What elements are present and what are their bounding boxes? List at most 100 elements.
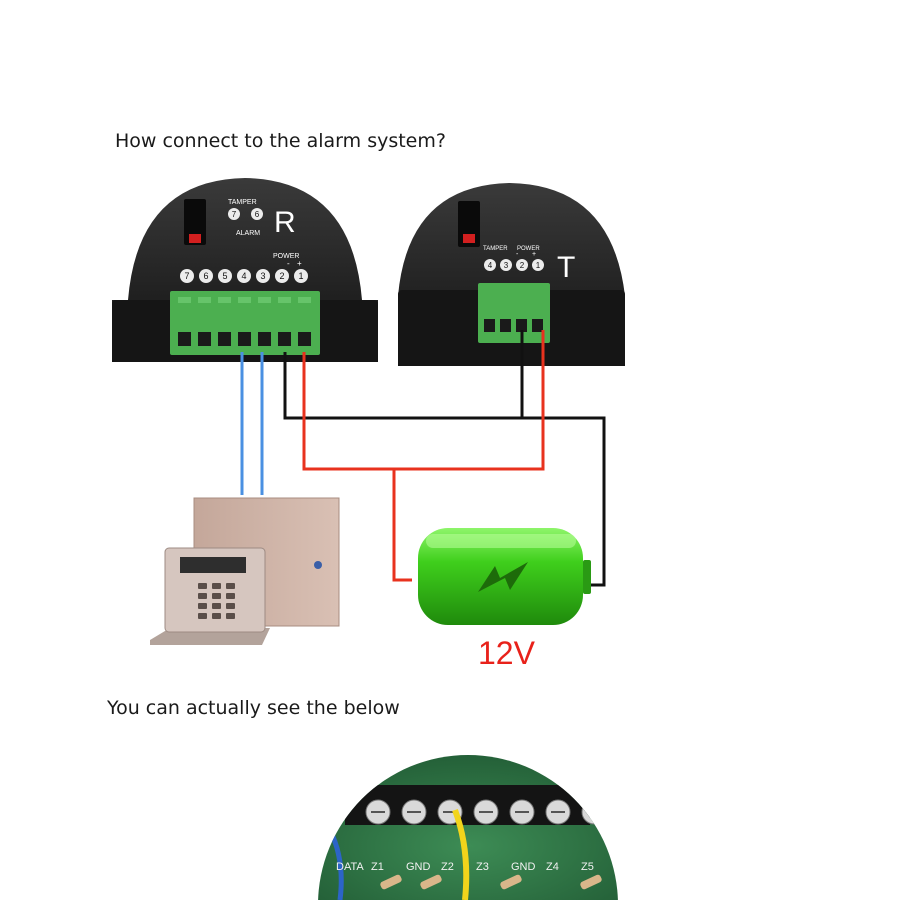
terminal-ridge bbox=[178, 297, 191, 303]
battery-terminal bbox=[583, 560, 591, 594]
keypad-key bbox=[198, 593, 207, 599]
panel-board-photo: DATA Z1 GND Z2 Z3 GND Z4 Z5 bbox=[318, 755, 618, 900]
transmitter-terminal-label: 3 bbox=[504, 261, 509, 270]
keypad-key bbox=[226, 593, 235, 599]
transmitter-terminal-block bbox=[478, 283, 550, 343]
board-terminal-label: Z1 bbox=[371, 861, 384, 873]
lightning-bolt-icon bbox=[478, 562, 528, 592]
transmitter-letter: T bbox=[557, 251, 575, 284]
keypad-key bbox=[198, 613, 207, 619]
receiver-terminal-label: 4 bbox=[241, 271, 246, 281]
alarm-control-panel bbox=[150, 497, 340, 645]
transmitter-led bbox=[463, 234, 475, 243]
receiver-tamper-terminals: 7 6 bbox=[228, 208, 263, 220]
terminal-screw bbox=[218, 332, 231, 346]
receiver-terminal-label: 5 bbox=[222, 271, 227, 281]
receiver-terminal-label: 3 bbox=[260, 271, 265, 281]
keypad-key bbox=[198, 603, 207, 609]
terminal-ridge bbox=[238, 297, 251, 303]
svg-text:7: 7 bbox=[232, 210, 237, 219]
terminal-ridge bbox=[258, 297, 271, 303]
receiver-terminal-label: 6 bbox=[203, 271, 208, 281]
terminal-screw bbox=[258, 332, 271, 346]
svg-text:+: + bbox=[297, 259, 302, 268]
board-terminal-label: Z2 bbox=[441, 861, 454, 873]
terminal-screw bbox=[484, 319, 495, 332]
heading-see-below: You can actually see the below bbox=[107, 697, 400, 719]
terminal-ridge bbox=[218, 297, 231, 303]
receiver-terminal-1 bbox=[294, 269, 308, 283]
panel-lock-icon bbox=[314, 561, 322, 569]
transmitter-power-mark: + bbox=[532, 251, 536, 258]
transmitter-terminal-1 bbox=[532, 259, 544, 271]
terminal-screw bbox=[278, 332, 291, 346]
keypad-key bbox=[198, 583, 207, 589]
keypad-key bbox=[212, 603, 221, 609]
receiver-power-label: POWER bbox=[273, 253, 299, 260]
yellow-wire bbox=[452, 808, 470, 900]
board-terminal-label: Z4 bbox=[546, 861, 559, 873]
heading-connect-alarm: How connect to the alarm system? bbox=[115, 130, 446, 152]
board-terminal-label: GND bbox=[406, 861, 431, 873]
battery-12v bbox=[418, 528, 591, 625]
svg-text:-: - bbox=[287, 259, 290, 268]
receiver-letter: R bbox=[274, 206, 296, 239]
transmitter-device: TAMPER POWER T 4 3 2 1 - + bbox=[398, 183, 625, 366]
keypad-key bbox=[212, 613, 221, 619]
wire-black-receiver-negative bbox=[283, 352, 606, 587]
svg-text:6: 6 bbox=[255, 210, 260, 219]
terminal-ridge bbox=[298, 297, 311, 303]
receiver-terminal-7 bbox=[180, 269, 194, 283]
receiver-terminal-2 bbox=[275, 269, 289, 283]
receiver-alarm-label: ALARM bbox=[236, 230, 260, 237]
terminal-screw bbox=[500, 319, 511, 332]
terminal-screw bbox=[198, 332, 211, 346]
wires bbox=[240, 330, 606, 587]
terminal-screw bbox=[238, 332, 251, 346]
keypad bbox=[164, 547, 266, 633]
board-terminal-label: GND bbox=[511, 861, 536, 873]
keypad-display bbox=[180, 557, 246, 573]
transmitter-terminal-numbers: 4 3 2 1 - + bbox=[484, 251, 544, 271]
board-terminal-label: Z5 bbox=[581, 861, 594, 873]
transmitter-terminal-2 bbox=[516, 259, 528, 271]
receiver-led bbox=[189, 234, 201, 243]
transmitter-terminal-4 bbox=[484, 259, 496, 271]
keypad-key bbox=[226, 603, 235, 609]
receiver-lens-window bbox=[184, 199, 206, 245]
receiver-terminal-3 bbox=[256, 269, 270, 283]
transmitter-terminal-label: 1 bbox=[536, 261, 541, 270]
board-screw-terminal bbox=[581, 799, 607, 825]
resistor bbox=[500, 874, 522, 890]
transmitter-power-label: POWER bbox=[517, 246, 540, 252]
terminal-ridge bbox=[198, 297, 211, 303]
terminal-ridge bbox=[278, 297, 291, 303]
transmitter-terminal-screws bbox=[484, 319, 543, 332]
transmitter-power-mark: - bbox=[516, 251, 519, 258]
transmitter-terminal-3 bbox=[500, 259, 512, 271]
terminal-screw bbox=[532, 319, 543, 332]
terminal-screw bbox=[178, 332, 191, 346]
wire-red-battery-positive bbox=[392, 469, 412, 582]
terminal-screw bbox=[298, 332, 311, 346]
receiver-terminal-label: 1 bbox=[298, 271, 303, 281]
receiver-terminal-4 bbox=[237, 269, 251, 283]
board-terminal-label: DATA bbox=[336, 861, 364, 873]
resistor bbox=[380, 874, 402, 890]
receiver-terminal-label: 2 bbox=[279, 271, 284, 281]
transmitter-tamper-label: TAMPER bbox=[483, 246, 508, 252]
resistor bbox=[580, 874, 602, 890]
resistor bbox=[420, 874, 442, 890]
transmitter-terminal-label: 4 bbox=[488, 261, 493, 270]
receiver-terminal-screws bbox=[178, 297, 311, 346]
keypad-key bbox=[212, 583, 221, 589]
battery-voltage-label: 12V bbox=[478, 635, 536, 671]
terminal-screw bbox=[516, 319, 527, 332]
board-terminal-label: Z3 bbox=[476, 861, 489, 873]
keypad-key bbox=[226, 613, 235, 619]
keypad-key bbox=[226, 583, 235, 589]
transmitter-terminal-label: 2 bbox=[520, 261, 525, 270]
